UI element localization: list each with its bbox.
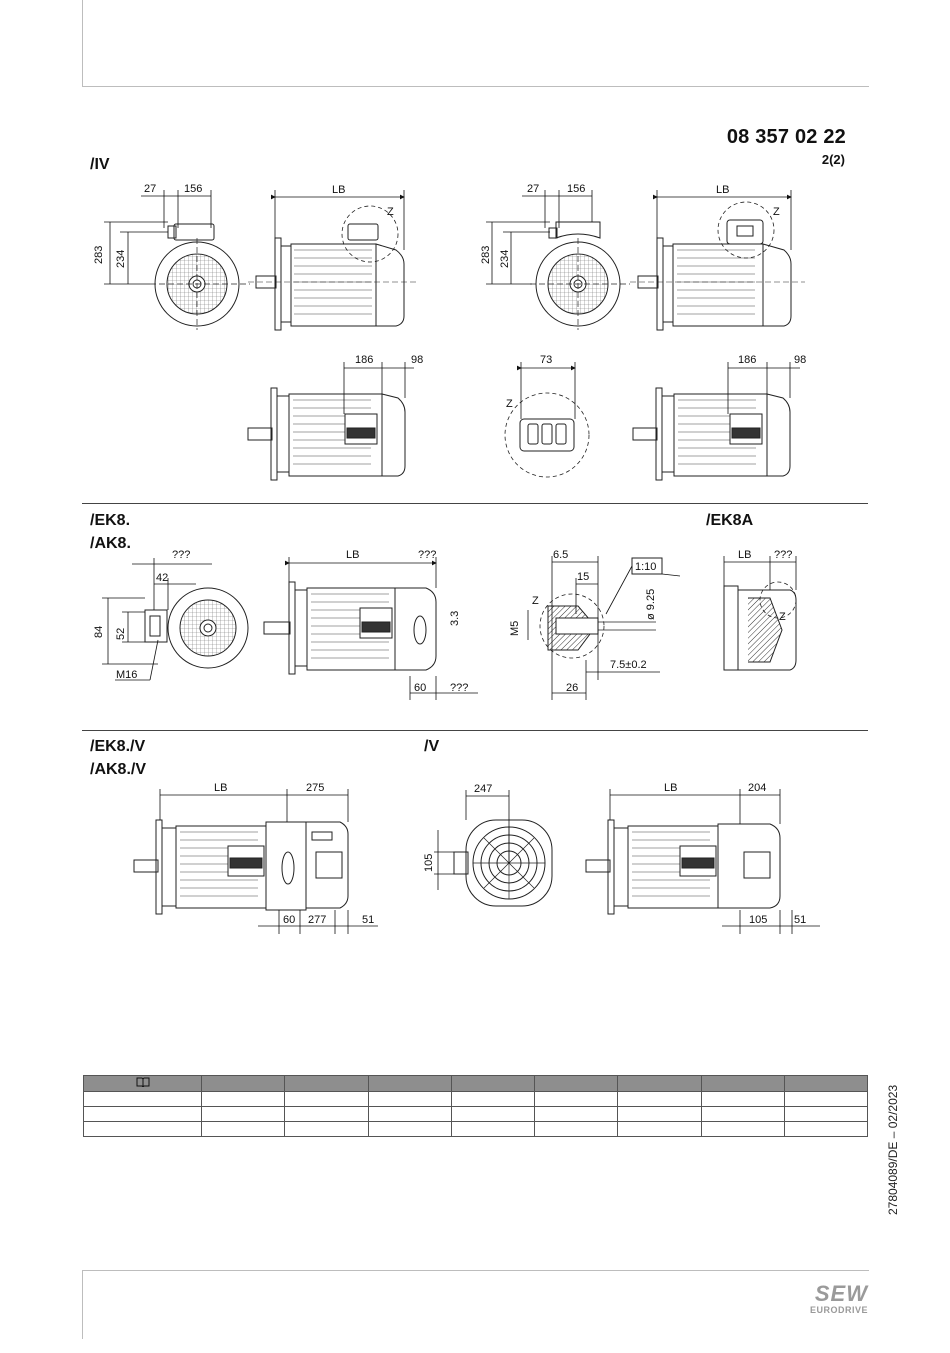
dim-lb: LB xyxy=(716,184,729,196)
section-v-title: /V xyxy=(424,738,440,755)
dim-27: 27 xyxy=(144,183,156,195)
dim-m16: M16 xyxy=(116,669,137,681)
dim-186: 186 xyxy=(355,354,373,366)
ek8a-view xyxy=(723,581,797,671)
label-z: Z xyxy=(387,206,394,218)
dim-42: 42 xyxy=(156,572,168,584)
dim-m5: M5 xyxy=(509,621,521,636)
dim-7-5: 7.5±0.2 xyxy=(610,659,647,671)
dim-204: 204 xyxy=(748,782,766,794)
dim-lb: LB xyxy=(346,549,359,561)
property-table xyxy=(83,1075,869,1137)
dim-26: 26 xyxy=(566,682,578,694)
dim-6-5: 6.5 xyxy=(553,549,568,561)
section-ak8-title: /AK8. xyxy=(90,535,131,552)
dim-247: 247 xyxy=(474,783,492,795)
document-reference: 27804089/DE – 02/2023 xyxy=(886,1084,900,1215)
page-number: 2(2) xyxy=(821,152,845,167)
dim-105: 105 xyxy=(749,914,767,926)
label-z: Z xyxy=(779,611,786,623)
section-ek8a-title: /EK8A xyxy=(706,512,754,529)
dim-9-25: ø 9.25 xyxy=(645,589,657,620)
ek8-side-view xyxy=(263,581,437,675)
dim-275: 275 xyxy=(306,782,324,794)
dim-lb: LB xyxy=(214,782,227,794)
iv-dims-left xyxy=(104,190,212,285)
dim-lb: LB xyxy=(332,184,345,196)
section-divider xyxy=(82,503,868,504)
dim-234: 234 xyxy=(115,250,127,268)
iv-side-view-brake-right xyxy=(632,387,791,481)
ek8v-side-view xyxy=(133,819,349,915)
label-z: Z xyxy=(773,206,780,218)
sew-eurodrive-logo: SEW EURODRIVE xyxy=(809,1281,868,1316)
section-ek8v-title: /EK8./V xyxy=(90,738,146,755)
dim-283: 283 xyxy=(480,246,492,264)
label-z: Z xyxy=(506,398,513,410)
iv-side-view-left xyxy=(248,205,418,331)
dim-unknown: ??? xyxy=(418,549,436,561)
section-ek8-title: /EK8. xyxy=(90,512,131,529)
dim-52: 52 xyxy=(115,628,127,640)
section-ak8v-title: /AK8./V xyxy=(90,761,147,778)
document-number: 08 357 02 22 xyxy=(726,126,846,148)
dim-15: 15 xyxy=(577,571,589,583)
taper-ratio: 1:10 xyxy=(635,561,656,573)
dim-234: 234 xyxy=(499,250,511,268)
dim-186: 186 xyxy=(738,354,756,366)
v-side-view xyxy=(585,819,781,915)
iv-end-view-right xyxy=(530,221,630,330)
dim-98: 98 xyxy=(794,354,806,366)
iv-side-view-brake-left xyxy=(247,387,406,481)
dim-156: 156 xyxy=(184,183,202,195)
ek8-z-detail xyxy=(539,557,663,659)
dim-unknown: ??? xyxy=(172,549,190,561)
label-z: Z xyxy=(532,595,539,607)
dim-27: 27 xyxy=(527,183,539,195)
bottom-frame xyxy=(82,1270,869,1339)
iv-z-detail xyxy=(504,392,590,478)
dim-lb: LB xyxy=(738,549,751,561)
table-row xyxy=(83,1121,869,1137)
dim-51: 51 xyxy=(794,914,806,926)
dim-105: 105 xyxy=(423,854,435,872)
iv-side-view-right xyxy=(630,201,805,331)
dim-98: 98 xyxy=(411,354,423,366)
dim-283: 283 xyxy=(93,246,105,264)
ek8-end-view xyxy=(144,587,249,669)
dim-3-3: 3.3 xyxy=(449,611,461,626)
section-iv-title: /IV xyxy=(90,156,110,173)
table-row xyxy=(83,1091,869,1107)
dim-277: 277 xyxy=(308,914,326,926)
dim-73: 73 xyxy=(540,354,552,366)
table-header-row xyxy=(83,1075,869,1092)
v-end-view xyxy=(453,819,553,907)
top-frame xyxy=(82,0,869,87)
dim-156: 156 xyxy=(567,183,585,195)
dim-lb: LB xyxy=(664,782,677,794)
section-divider xyxy=(82,730,868,731)
table-row xyxy=(83,1106,869,1122)
dim-51: 51 xyxy=(362,914,374,926)
dim-84: 84 xyxy=(93,626,105,638)
dim-60: 60 xyxy=(283,914,295,926)
dim-unknown: ??? xyxy=(774,549,792,561)
dim-unknown: ??? xyxy=(450,682,468,694)
dim-60: 60 xyxy=(414,682,426,694)
iv-end-view-left xyxy=(150,223,250,330)
book-icon xyxy=(83,1075,202,1092)
